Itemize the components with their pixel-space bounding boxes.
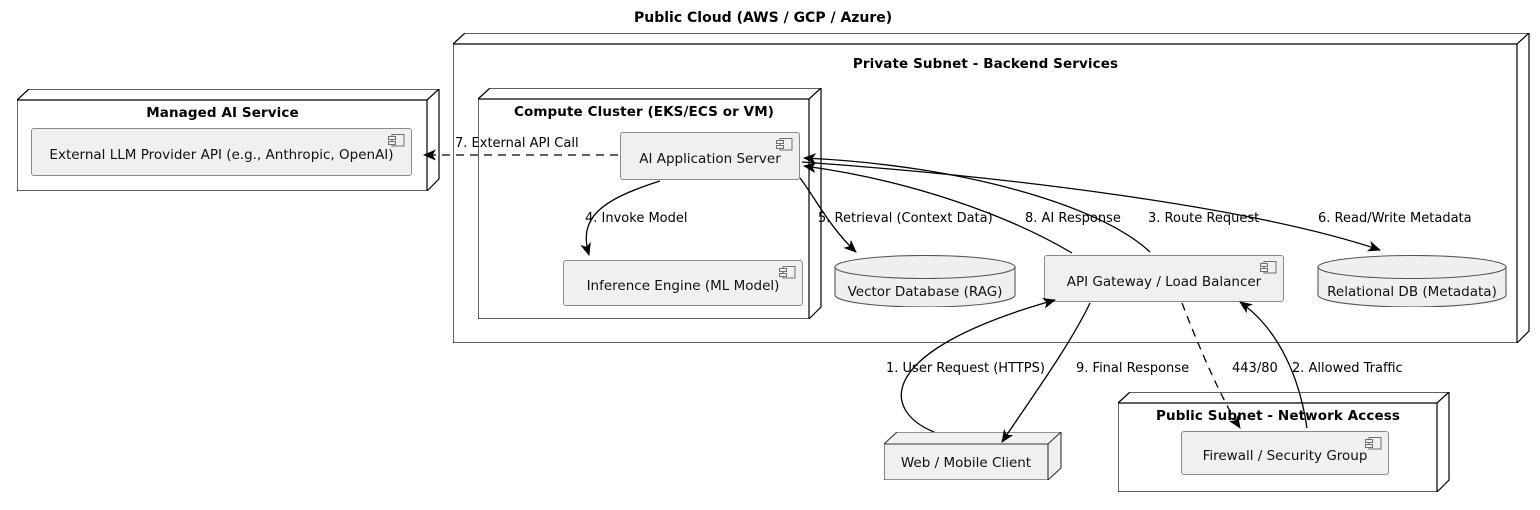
component-label: API Gateway / Load Balancer: [1066, 273, 1262, 290]
component-ai-application-server[interactable]: AI Application Server: [620, 132, 800, 180]
flow-label-4: 4. Invoke Model: [585, 211, 688, 226]
component-inference-engine[interactable]: Inference Engine (ML Model): [563, 260, 803, 306]
component-icon: [388, 134, 405, 147]
flow-label-7: 7. External API Call: [455, 136, 579, 151]
vector-db-label: Vector Database (RAG): [847, 284, 1003, 300]
flow-label-6: 6. Read/Write Metadata: [1318, 211, 1472, 226]
database-relational-db[interactable]: Relational DB (Metadata): [1317, 255, 1507, 307]
relational-db-label: Relational DB (Metadata): [1327, 284, 1497, 300]
component-icon: [1365, 437, 1382, 450]
vector-db-shape: [834, 255, 1016, 307]
flow-label-2: 2. Allowed Traffic: [1292, 361, 1403, 376]
diagram-title: Public Cloud (AWS / GCP / Azure): [634, 10, 893, 26]
component-external-llm-provider-api[interactable]: External LLM Provider API (e.g., Anthrop…: [31, 128, 412, 176]
component-icon: [776, 138, 793, 151]
component-label: AI Application Server: [639, 151, 781, 167]
public-subnet-title: Public Subnet - Network Access: [1155, 408, 1400, 424]
flow-label-3: 3. Route Request: [1148, 211, 1260, 226]
private-subnet-title: Private Subnet - Backend Services: [852, 56, 1119, 72]
component-label: Inference Engine (ML Model): [586, 278, 780, 294]
component-icon: [779, 266, 796, 279]
node-web-mobile-client[interactable]: Web / Mobile Client: [884, 432, 1062, 480]
component-icon: [1260, 261, 1277, 274]
component-label: External LLM Provider API (e.g., Anthrop…: [49, 147, 394, 163]
flow-label-9: 9. Final Response: [1076, 361, 1190, 376]
component-label: Firewall / Security Group: [1202, 448, 1368, 464]
managed-ai-service-title: Managed AI Service: [146, 105, 299, 121]
flow-label-8: 8. AI Response: [1025, 211, 1121, 226]
database-vector-db[interactable]: Vector Database (RAG): [834, 255, 1016, 307]
flow-label-5: 5. Retrieval (Context Data): [818, 211, 993, 226]
component-api-gateway[interactable]: API Gateway / Load Balancer: [1044, 255, 1284, 302]
component-firewall-security-group[interactable]: Firewall / Security Group: [1181, 431, 1389, 475]
relational-db-shape: [1317, 255, 1507, 307]
compute-cluster-title: Compute Cluster (EKS/ECS or VM): [513, 104, 775, 120]
web-mobile-client-label: Web / Mobile Client: [900, 455, 1032, 471]
flow-label-ports: 443/80: [1232, 361, 1278, 376]
flow-label-1: 1. User Request (HTTPS): [886, 361, 1045, 376]
